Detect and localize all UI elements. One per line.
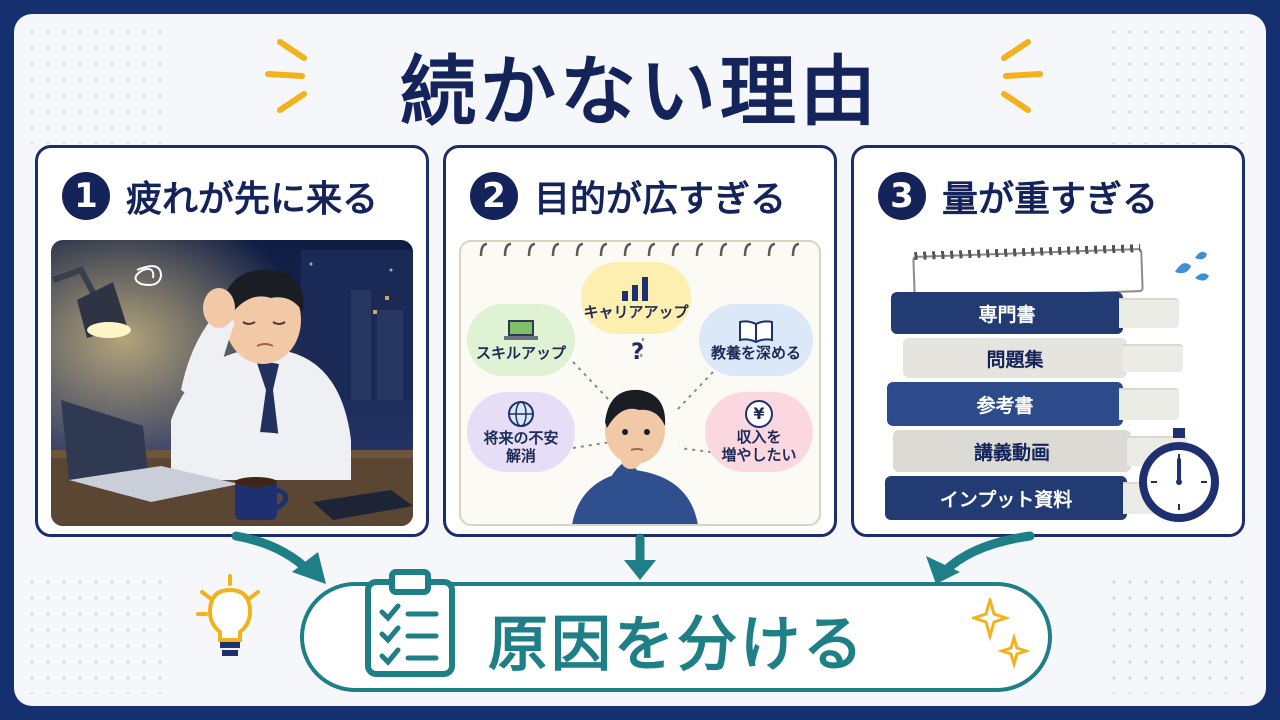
book-reference: 参考書: [887, 382, 1179, 426]
reason-card-fatigue: 1 疲れが先に来る: [35, 145, 429, 537]
yen-coin-icon: ¥: [745, 400, 773, 428]
page-title: 続かない理由: [400, 47, 880, 136]
dot-pattern: [1106, 574, 1256, 694]
reason-card-broad-goal: 2 目的が広すぎる キャリアアップ スキルアップ: [443, 145, 837, 537]
bubble-culture: 教養を深める: [699, 304, 813, 376]
burst-lines-right-icon: [1001, 39, 1043, 113]
card-title: 目的が広すぎる: [534, 179, 787, 220]
bubble-label: 増やしたい: [721, 446, 797, 464]
book-stack-illustration: 専門書 問題集 参考書 講義動画 インプット資料: [867, 240, 1229, 526]
dot-pattern: [1106, 24, 1256, 144]
notepad-illustration: キャリアアップ スキルアップ 教養を深める 将来の不安 解消 ¥: [459, 240, 821, 526]
lightbulb-icon: [196, 574, 260, 656]
bubble-label: 解消: [505, 447, 536, 465]
card-title: 量が重すぎる: [942, 179, 1159, 220]
card-header: 3 量が重すぎる: [878, 170, 1158, 222]
burst-lines-left-icon: [265, 39, 307, 113]
stopwatch-icon: [1139, 428, 1219, 522]
desk-lamp: [51, 266, 131, 338]
tired-worker-illustration: [51, 240, 413, 526]
laptop-icon: [504, 320, 538, 340]
card-header: 2 目的が広すぎる: [470, 170, 786, 222]
bubble-anxiety: 将来の不安 解消: [467, 392, 575, 472]
number-badge: 1: [62, 172, 110, 220]
sweat-drops-icon: [1175, 251, 1209, 281]
bubble-income: ¥ 収入を 増やしたい: [705, 392, 813, 472]
book-lecture: 講義動画: [893, 430, 1187, 472]
conclusion-text: 原因を分ける: [488, 610, 866, 680]
bar-chart-icon: [622, 277, 648, 301]
number-badge: 3: [878, 172, 926, 220]
book-specialist: 専門書: [891, 292, 1179, 334]
notebook: [313, 490, 413, 520]
bubble-label: 収入を: [736, 428, 782, 446]
worker: [171, 269, 351, 480]
laptop: [61, 400, 239, 502]
book-problems: 問題集: [903, 338, 1183, 378]
open-book-icon: [739, 320, 773, 344]
number-badge: 2: [470, 172, 518, 220]
bubble-skill: スキルアップ: [467, 304, 575, 376]
dot-pattern: [24, 24, 174, 144]
bubble-label: スキルアップ: [475, 344, 566, 362]
sparkle-icon: [972, 598, 1031, 670]
dot-pattern: [24, 574, 174, 694]
dizzy-scribble: [134, 265, 163, 286]
reason-card-heavy-load: 3 量が重すぎる 専門書 問題集 参考書 講義動画 インプット資料: [851, 145, 1245, 537]
clipboard-checklist-icon: [365, 569, 455, 677]
card-header: 1 疲れが先に来る: [62, 170, 378, 222]
question-mark: ?: [631, 340, 644, 365]
bubble-label: 将来の不安: [483, 429, 559, 447]
globe-icon: [508, 401, 534, 427]
bubble-label: キャリアアップ: [583, 303, 689, 321]
thinking-person: [572, 389, 698, 524]
bubble-career: キャリアアップ: [581, 262, 691, 334]
bubble-label: 教養を深める: [710, 344, 801, 362]
coffee-mug: [235, 477, 289, 520]
card-title: 疲れが先に来る: [126, 179, 379, 220]
